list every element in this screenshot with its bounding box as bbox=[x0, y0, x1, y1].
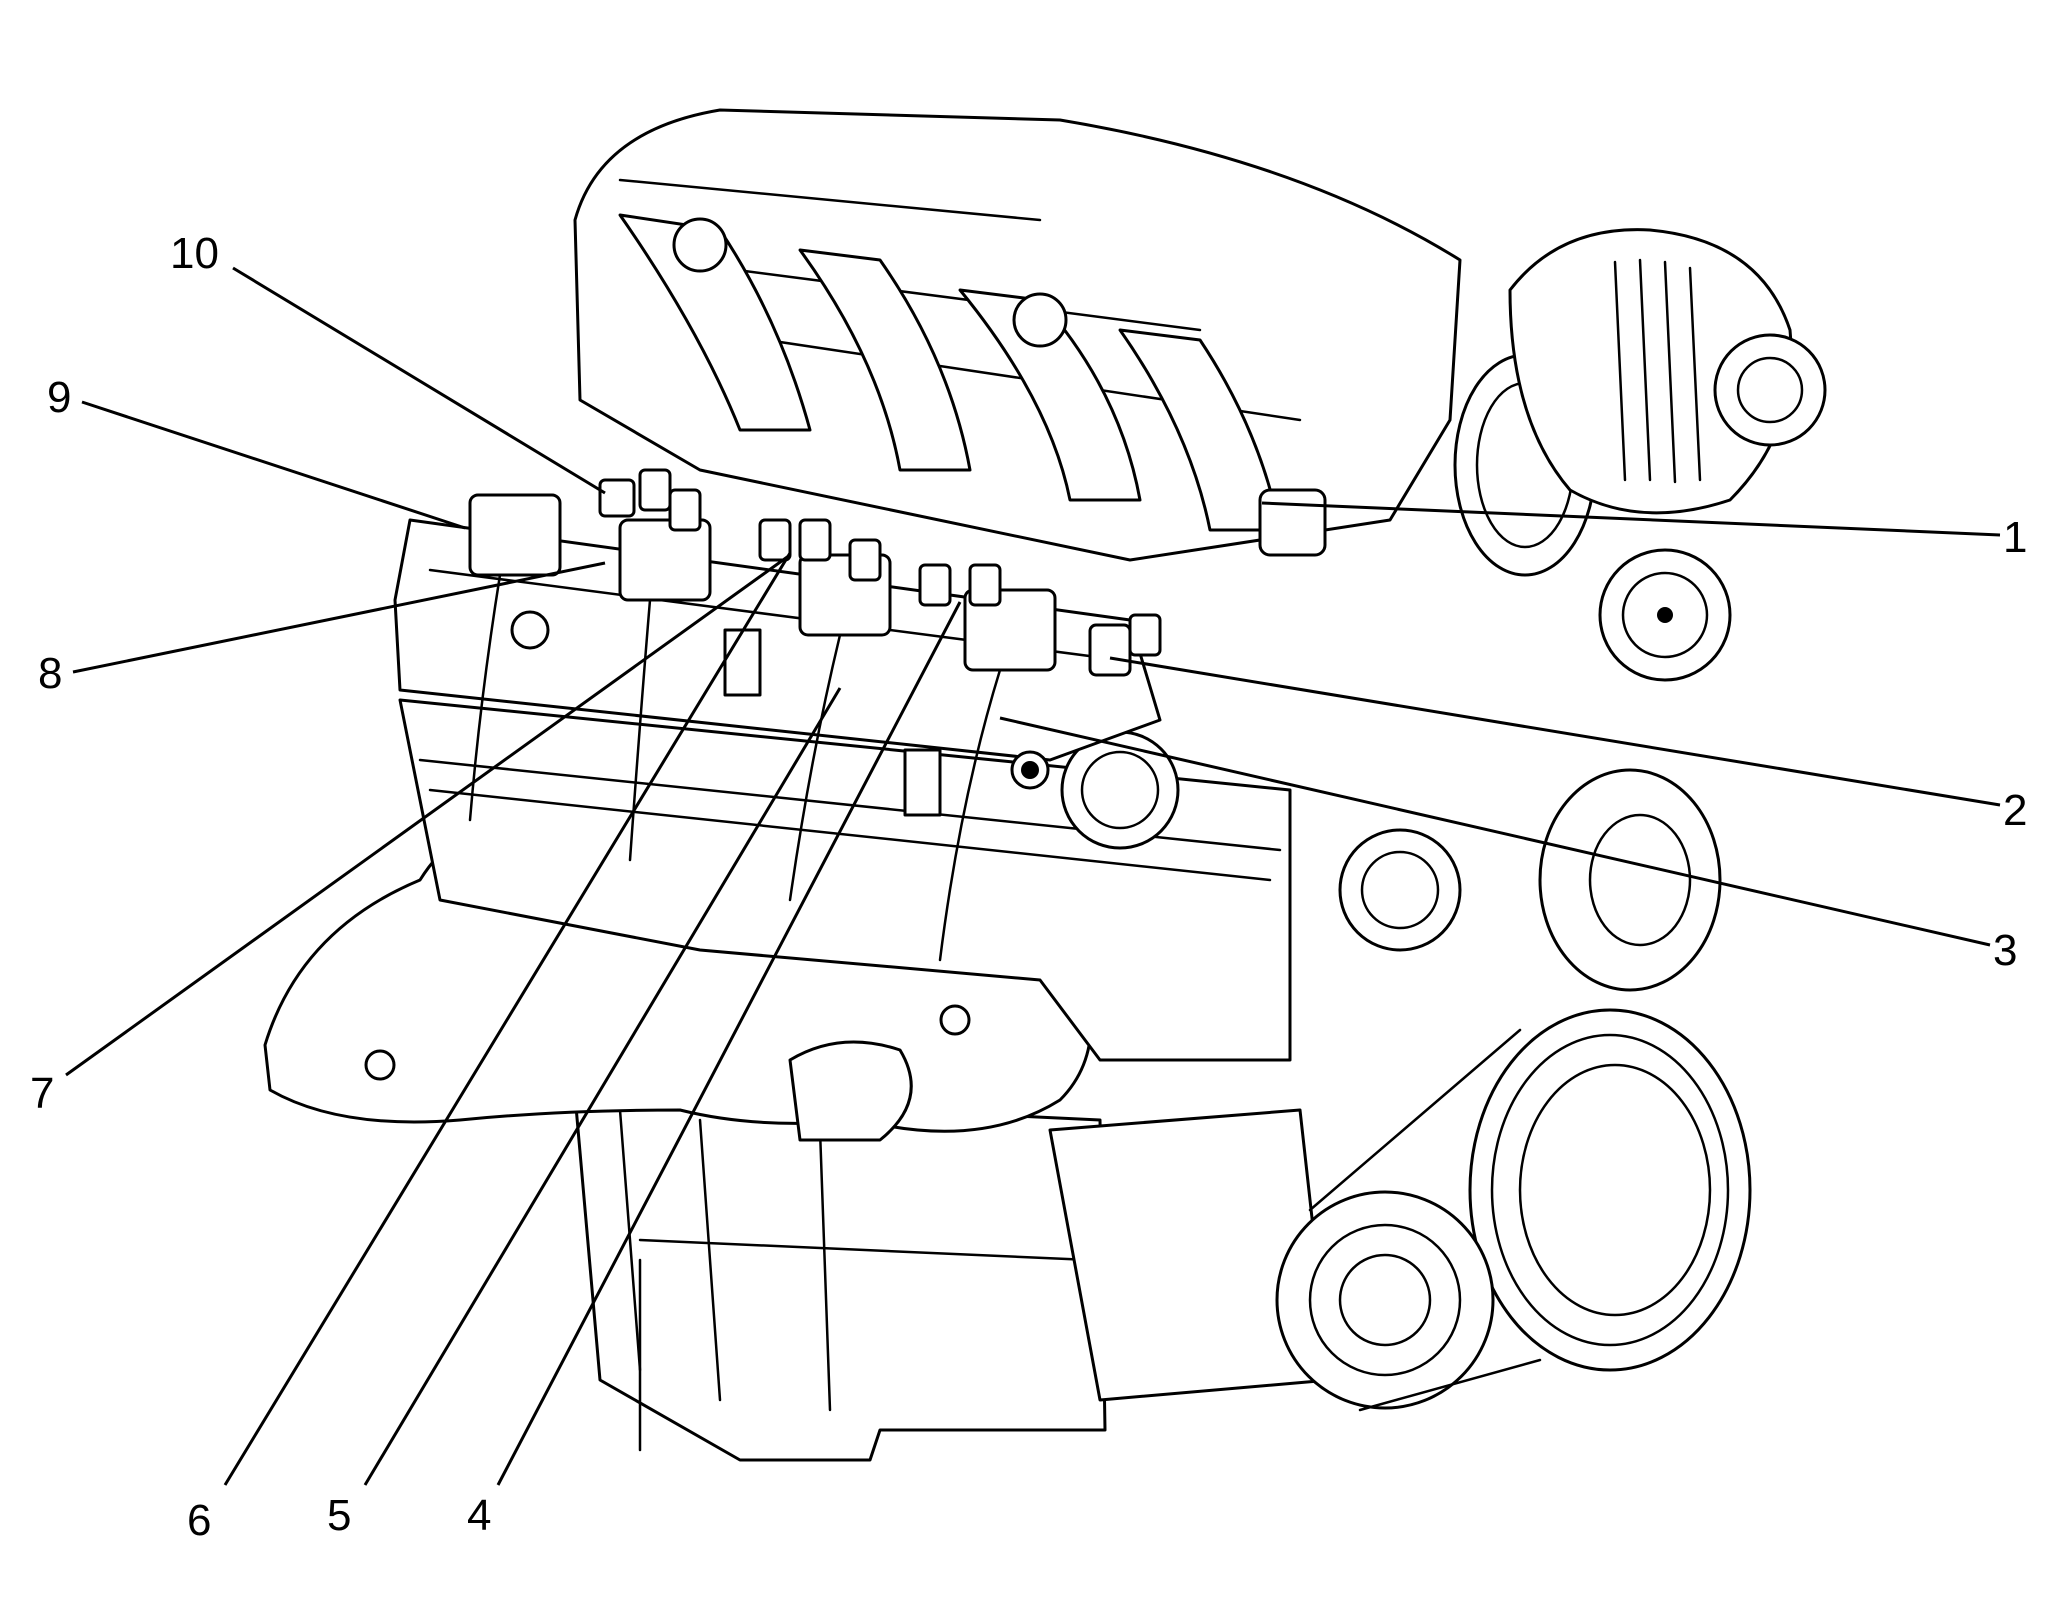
spark-plug-wires bbox=[468, 573, 1002, 962]
callout-labels: 1 2 3 4 5 6 7 8 9 10 bbox=[30, 229, 2027, 1545]
engine-illustration bbox=[263, 108, 1827, 1462]
leader-lines bbox=[65, 266, 2001, 1486]
leader-line-6 bbox=[223, 552, 792, 1486]
callout-1: 1 bbox=[2003, 513, 2027, 562]
leader-line-4 bbox=[496, 601, 962, 1486]
idler-pulley bbox=[1598, 548, 1732, 682]
leader-line-1 bbox=[1261, 501, 2001, 537]
leader-line-2 bbox=[1109, 656, 2001, 807]
leader-line-3 bbox=[999, 716, 1991, 947]
callout-8: 8 bbox=[38, 649, 62, 698]
sensors bbox=[598, 468, 1327, 677]
callout-4: 4 bbox=[467, 1491, 491, 1540]
leader-line-5 bbox=[363, 687, 842, 1486]
callout-2: 2 bbox=[2003, 786, 2027, 835]
ac-compressor bbox=[1048, 1108, 1495, 1410]
engine-block bbox=[398, 698, 1292, 1062]
callout-9: 9 bbox=[47, 373, 71, 422]
leader-line-10 bbox=[232, 266, 606, 495]
oil-pan bbox=[573, 1093, 1107, 1462]
callout-6: 6 bbox=[187, 1496, 211, 1545]
callout-5: 5 bbox=[327, 1491, 351, 1540]
leader-line-7 bbox=[65, 553, 791, 1077]
callout-10: 10 bbox=[170, 229, 219, 278]
alternator bbox=[1508, 228, 1827, 515]
intake-manifold bbox=[573, 108, 1462, 562]
leader-line-9 bbox=[81, 400, 466, 530]
drive-belt bbox=[1308, 1028, 1542, 1412]
callout-7: 7 bbox=[30, 1069, 54, 1118]
leader-line-8 bbox=[72, 561, 606, 674]
crankshaft-balancer bbox=[1468, 1008, 1752, 1372]
callout-3: 3 bbox=[1993, 926, 2017, 975]
water-pump-pulley bbox=[1338, 768, 1722, 992]
ignition-coils bbox=[468, 493, 1057, 672]
